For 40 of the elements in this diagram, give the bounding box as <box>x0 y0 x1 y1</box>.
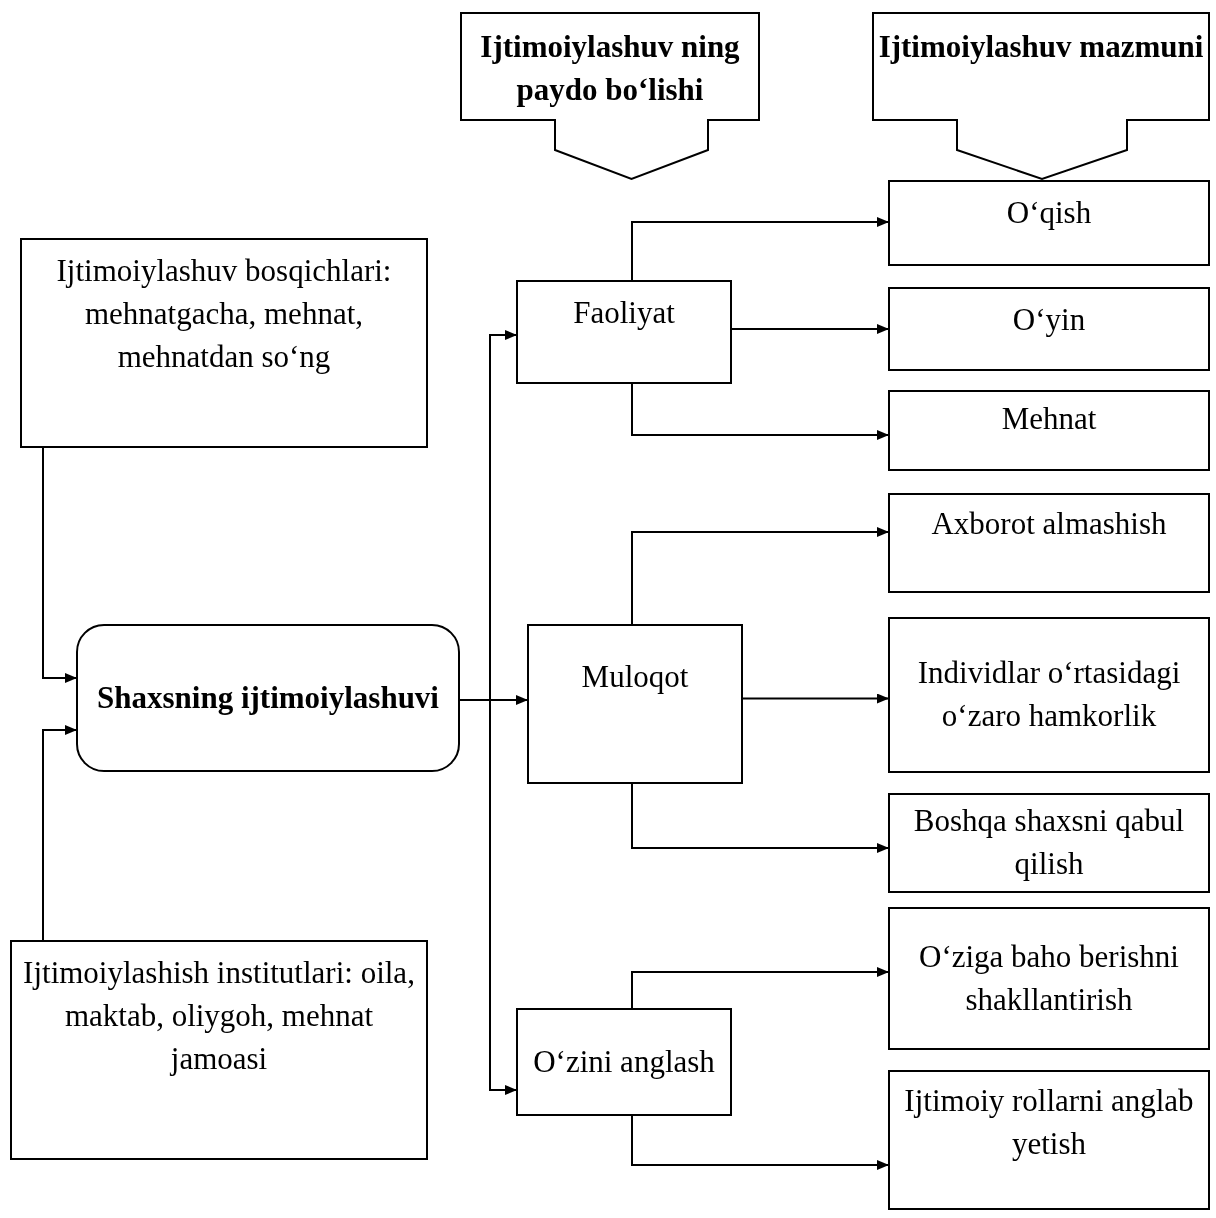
box-label: Ijtimoiylashuv bosqichlari: mehnatgacha, mehnat, mehnatdan so‘ng <box>55 252 393 376</box>
box-label: O‘qish <box>1006 194 1092 232</box>
arrow <box>742 693 889 704</box>
box-label: O‘ziga baho berishni shakllantirish <box>918 937 1180 1019</box>
arrow <box>631 783 889 853</box>
box-label: Faoliyat <box>573 294 675 332</box>
arrow <box>631 1115 889 1170</box>
process-box <box>10 940 428 1160</box>
box-label: Ijtimoiylashuv mazmuni <box>878 28 1204 66</box>
process-box <box>888 287 1210 371</box>
box-label: O‘zini anglash <box>533 1042 715 1081</box>
process-box <box>888 617 1210 773</box>
box-label: Ijtimoiy rollarni anglab yetish <box>903 1082 1195 1163</box>
arrow <box>631 527 889 625</box>
process-box <box>888 493 1210 593</box>
arrow <box>42 725 77 941</box>
arrow <box>631 967 889 1009</box>
box-label: Muloqot <box>581 658 689 696</box>
box-label: Shaxsning ijtimoiylashuvi <box>97 678 439 717</box>
box-label: O‘yin <box>1012 301 1086 339</box>
process-box <box>516 1008 732 1116</box>
box-label: Ijtimoiylashuv ning paydo bo‘lishi <box>479 28 741 109</box>
process-box <box>527 624 743 784</box>
arrow <box>631 217 889 281</box>
box-label: Individlar o‘rtasidagi o‘zaro hamkorlik <box>916 654 1182 735</box>
process-box <box>888 1070 1210 1210</box>
arrow <box>631 383 889 440</box>
box-label: Axborot almashish <box>931 505 1167 543</box>
arrow <box>731 324 889 334</box>
process-box <box>888 907 1210 1050</box>
arrow <box>42 447 77 683</box>
process-box <box>888 180 1210 266</box>
process-box <box>20 238 428 448</box>
rounded-box <box>76 624 460 772</box>
process-box <box>888 793 1210 893</box>
box-label: Boshqa shaxsni qabul qilish <box>912 802 1186 883</box>
process-box <box>516 280 732 384</box>
box-label: Mehnat <box>1001 400 1097 438</box>
box-label: Ijtimoiylashish institutlari: oila, maktab, oliygoh, mehnat jamoasi <box>22 954 416 1078</box>
process-box <box>888 390 1210 471</box>
